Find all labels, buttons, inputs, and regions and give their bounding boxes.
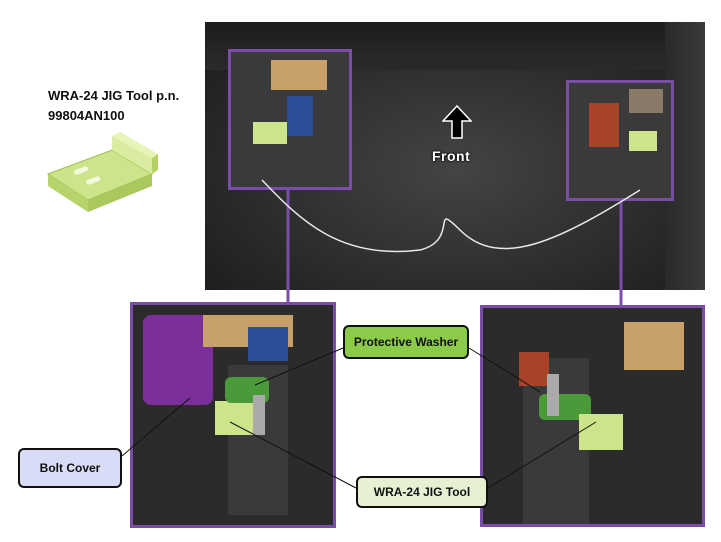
jig-tool-detail-right bbox=[579, 414, 623, 450]
jig-tool-callout: WRA-24 JIG Tool bbox=[356, 476, 488, 508]
jig-tool-illustration bbox=[46, 132, 158, 212]
left-rail-highlight bbox=[228, 49, 352, 190]
wood-block bbox=[271, 60, 327, 90]
right-rail-highlight bbox=[566, 80, 674, 201]
wood-block-detail-right bbox=[624, 322, 684, 370]
connector-blue-detail bbox=[248, 327, 288, 361]
bolt-cover-callout: Bolt Cover bbox=[18, 448, 122, 488]
bolt bbox=[253, 395, 265, 435]
connector-red bbox=[589, 103, 619, 147]
detail-photo-right bbox=[480, 305, 705, 527]
tool-part-number: 99804AN100 bbox=[48, 108, 125, 123]
connector-red-detail bbox=[519, 352, 549, 386]
rail-bracket bbox=[629, 89, 663, 113]
jig-tool-small-right bbox=[629, 131, 657, 151]
protective-washer-callout: Protective Washer bbox=[343, 325, 469, 359]
bolt-cover-purple bbox=[143, 315, 213, 405]
jig-tool-small bbox=[253, 122, 287, 144]
front-arrow-icon bbox=[442, 105, 472, 139]
detail-photo-left bbox=[130, 302, 336, 528]
front-label: Front bbox=[432, 148, 471, 164]
connector-blue bbox=[287, 96, 313, 136]
bolt-right bbox=[547, 374, 559, 416]
tool-title: WRA-24 JIG Tool p.n. bbox=[48, 88, 180, 103]
